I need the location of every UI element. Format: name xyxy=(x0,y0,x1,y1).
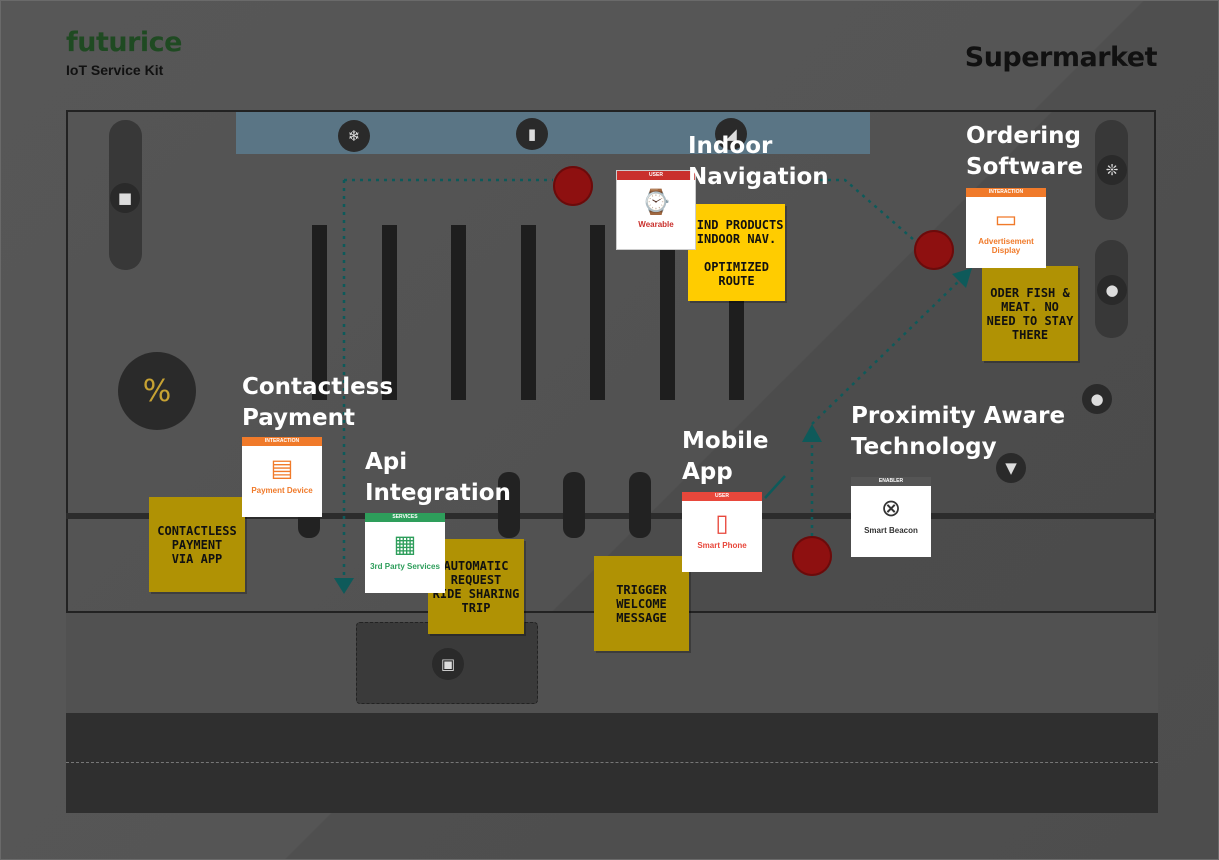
label-mobile-app: Mobile App xyxy=(682,428,769,485)
card-category: User xyxy=(617,171,695,180)
carrot-icon: ▼ xyxy=(996,453,1026,483)
label-api-integration: Api Integration xyxy=(365,449,511,506)
card-caption: 3rd Party Services xyxy=(370,562,440,571)
sticky-order-fish: ODER FISH & MEAT. NO NEED TO STAY THERE xyxy=(982,266,1078,361)
bottle-icon: ▮ xyxy=(516,118,548,150)
brand: futurice IoT Service Kit xyxy=(66,27,182,79)
card-category: Interaction xyxy=(242,437,322,446)
sticky-find-products: FIND PRODUCTS INDOOR NAV. OPTIMIZED ROUT… xyxy=(688,204,785,301)
checkout-counter xyxy=(563,472,585,538)
road-divider xyxy=(66,762,1158,763)
cheese-icon: ◢ xyxy=(715,118,747,150)
smartphone-icon: ▯ xyxy=(715,510,729,537)
credit-card-icon: ▤ xyxy=(270,455,294,482)
display-icon: ▭ xyxy=(994,206,1018,233)
page-title: Supermarket xyxy=(964,42,1158,73)
label-contactless-payment: Contactless Payment xyxy=(242,374,394,431)
label-ordering-software: Ordering Software xyxy=(966,123,1084,180)
sticky-trigger-welcome: TRIGGER WELCOME MESSAGE xyxy=(594,556,689,651)
card-advertisement-display: Interaction ▭ Advertisement Display xyxy=(966,188,1046,268)
phone-keypad-icon: ▦ xyxy=(393,531,417,558)
snowflake-icon: ❄ xyxy=(338,120,370,152)
sensor-node xyxy=(553,166,593,206)
sensor-node xyxy=(914,230,954,270)
card-caption: Smart Beacon xyxy=(864,526,918,535)
apple-icon: ● xyxy=(1082,384,1112,414)
shopping-cart-icon: ▣ xyxy=(432,648,464,680)
checkout-line xyxy=(66,513,1156,519)
card-caption: Smart Phone xyxy=(697,541,747,550)
aisle-shelf xyxy=(451,225,466,400)
aisle-shelf xyxy=(521,225,536,400)
card-caption: Advertisement Display xyxy=(978,237,1034,255)
aisle-shelf xyxy=(660,225,675,400)
kit-subtitle: IoT Service Kit xyxy=(66,62,164,78)
aisle-shelf xyxy=(382,225,397,400)
chicken-leg-icon: ● xyxy=(1097,275,1127,305)
checkout-counter xyxy=(629,472,651,538)
fish-icon: ❊ xyxy=(1097,155,1127,185)
beacon-icon: ⊗ xyxy=(880,495,902,522)
card-third-party-services: Services ▦ 3rd Party Services xyxy=(365,513,445,593)
card-category: Services xyxy=(365,513,445,522)
aisle-shelf xyxy=(312,225,327,400)
futurice-logo: futurice xyxy=(66,27,182,58)
checkout-counter xyxy=(498,472,520,538)
label-indoor-navigation: Indoor Navigation xyxy=(688,133,829,190)
bread-icon: ■ xyxy=(110,183,140,213)
card-smart-beacon: Enabler ⊗ Smart Beacon xyxy=(851,477,931,557)
card-payment-device: Interaction ▤ Payment Device xyxy=(242,437,322,517)
watch-icon: ⌚ xyxy=(641,189,671,216)
card-caption: Wearable xyxy=(638,220,674,229)
aisle-shelf xyxy=(590,225,605,400)
label-proximity-aware: Proximity Aware Technology xyxy=(851,403,1066,460)
card-category: Enabler xyxy=(851,477,931,486)
road xyxy=(66,713,1158,813)
card-category: User xyxy=(682,492,762,501)
sticky-contactless-payment: CONTACTLESS PAYMENT VIA APP xyxy=(149,497,245,592)
card-wearable: User ⌚ Wearable xyxy=(616,170,696,250)
discount-icon: % xyxy=(118,352,196,430)
card-category: Interaction xyxy=(966,188,1046,197)
card-smart-phone: User ▯ Smart Phone xyxy=(682,492,762,572)
sensor-node xyxy=(792,536,832,576)
card-caption: Payment Device xyxy=(251,486,313,495)
